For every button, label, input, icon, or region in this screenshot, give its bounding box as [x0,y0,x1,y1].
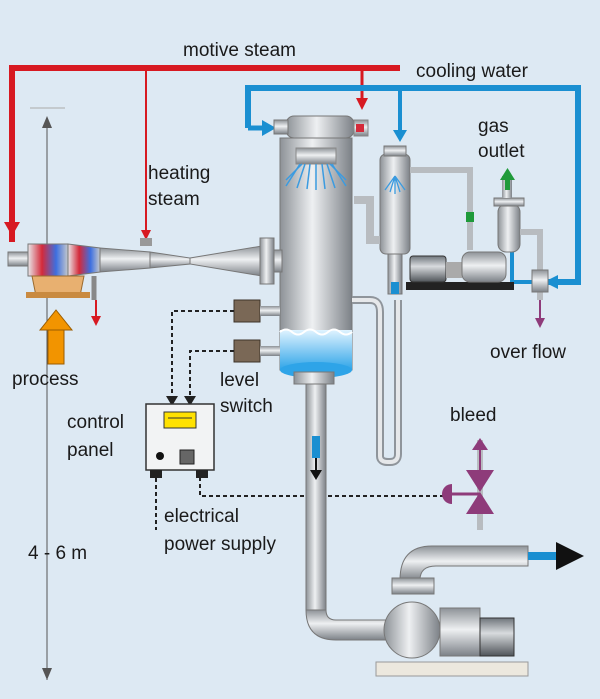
power-supply-label: power supply [164,534,276,555]
electrical-label: electrical [164,506,239,527]
cooling-water-line [245,85,581,289]
vacuum-pump-unit [406,168,549,328]
motive-steam-line [4,65,400,242]
condenser-vessel [273,115,369,385]
level-switches [233,299,280,363]
tail-pipe [305,383,401,641]
heating-label: heating [148,163,211,184]
motive-steam-label: motive steam [183,40,296,61]
panel-label: panel [67,440,114,461]
level-label: level [220,370,260,391]
process-inlet-arrow [38,309,74,365]
cooling-water-label: cooling water [416,61,528,82]
height-dimension [30,107,65,680]
control-label: control [67,412,125,433]
over-flow-label: over flow [490,342,567,363]
process-label: process [12,369,79,390]
second-stage-condenser [354,145,474,295]
height-label: 4 - 6 m [28,543,88,564]
gas-label: gas [478,116,509,137]
steam-ejector [7,237,283,326]
control-wiring [155,310,452,530]
overflow-loop [352,296,402,466]
discharge-pump [375,542,584,677]
outlet-label: outlet [478,141,525,162]
steam-label: steam [148,189,200,210]
control-panel [145,403,215,478]
bleed-label: bleed [450,405,497,426]
bleed-valve [442,438,494,530]
switch-label: switch [220,396,273,417]
